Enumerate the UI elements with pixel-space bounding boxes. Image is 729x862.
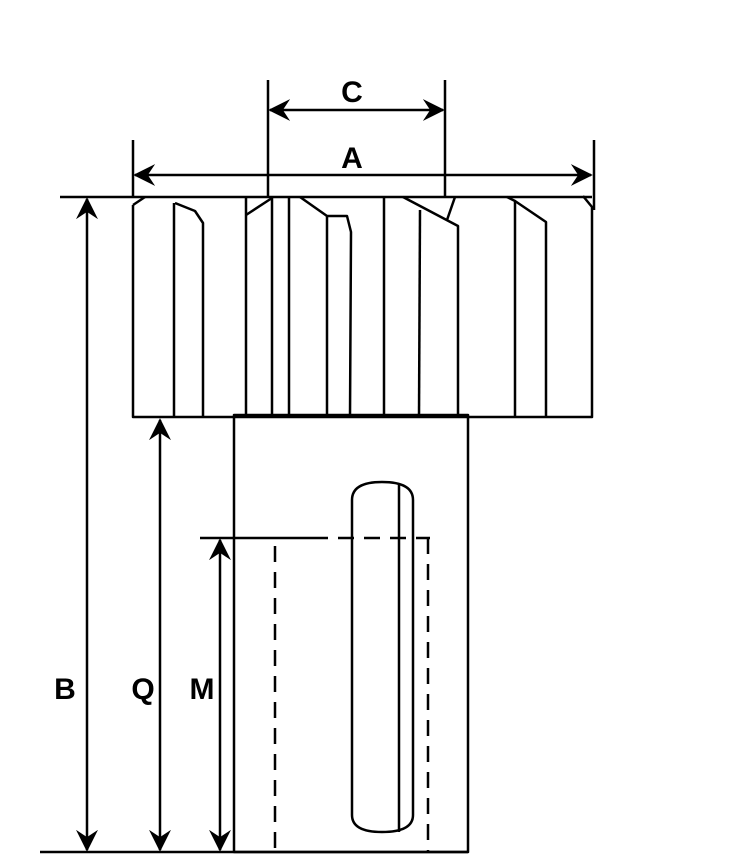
knurled-head: [131, 195, 594, 419]
extension-lines: [40, 80, 596, 854]
knurl-line: [514, 199, 548, 417]
knurl-line: [299, 195, 353, 418]
shank: [232, 413, 470, 854]
label-q: Q: [131, 673, 154, 706]
label-c: C: [341, 76, 363, 109]
knurl-line: [445, 196, 457, 221]
label-b: B: [54, 673, 76, 706]
label-a: A: [341, 142, 363, 175]
head-outline: [131, 195, 594, 419]
knurl-line: [245, 196, 273, 217]
knurl-line: [506, 195, 517, 417]
knurl-line: [402, 195, 460, 417]
head-chamfer-left: [132, 195, 146, 207]
label-m: M: [190, 673, 215, 706]
knurl-line: [417, 209, 422, 418]
knurl-line: [174, 201, 205, 417]
dimension-arrows: [76, 99, 593, 852]
slot: [350, 480, 415, 834]
